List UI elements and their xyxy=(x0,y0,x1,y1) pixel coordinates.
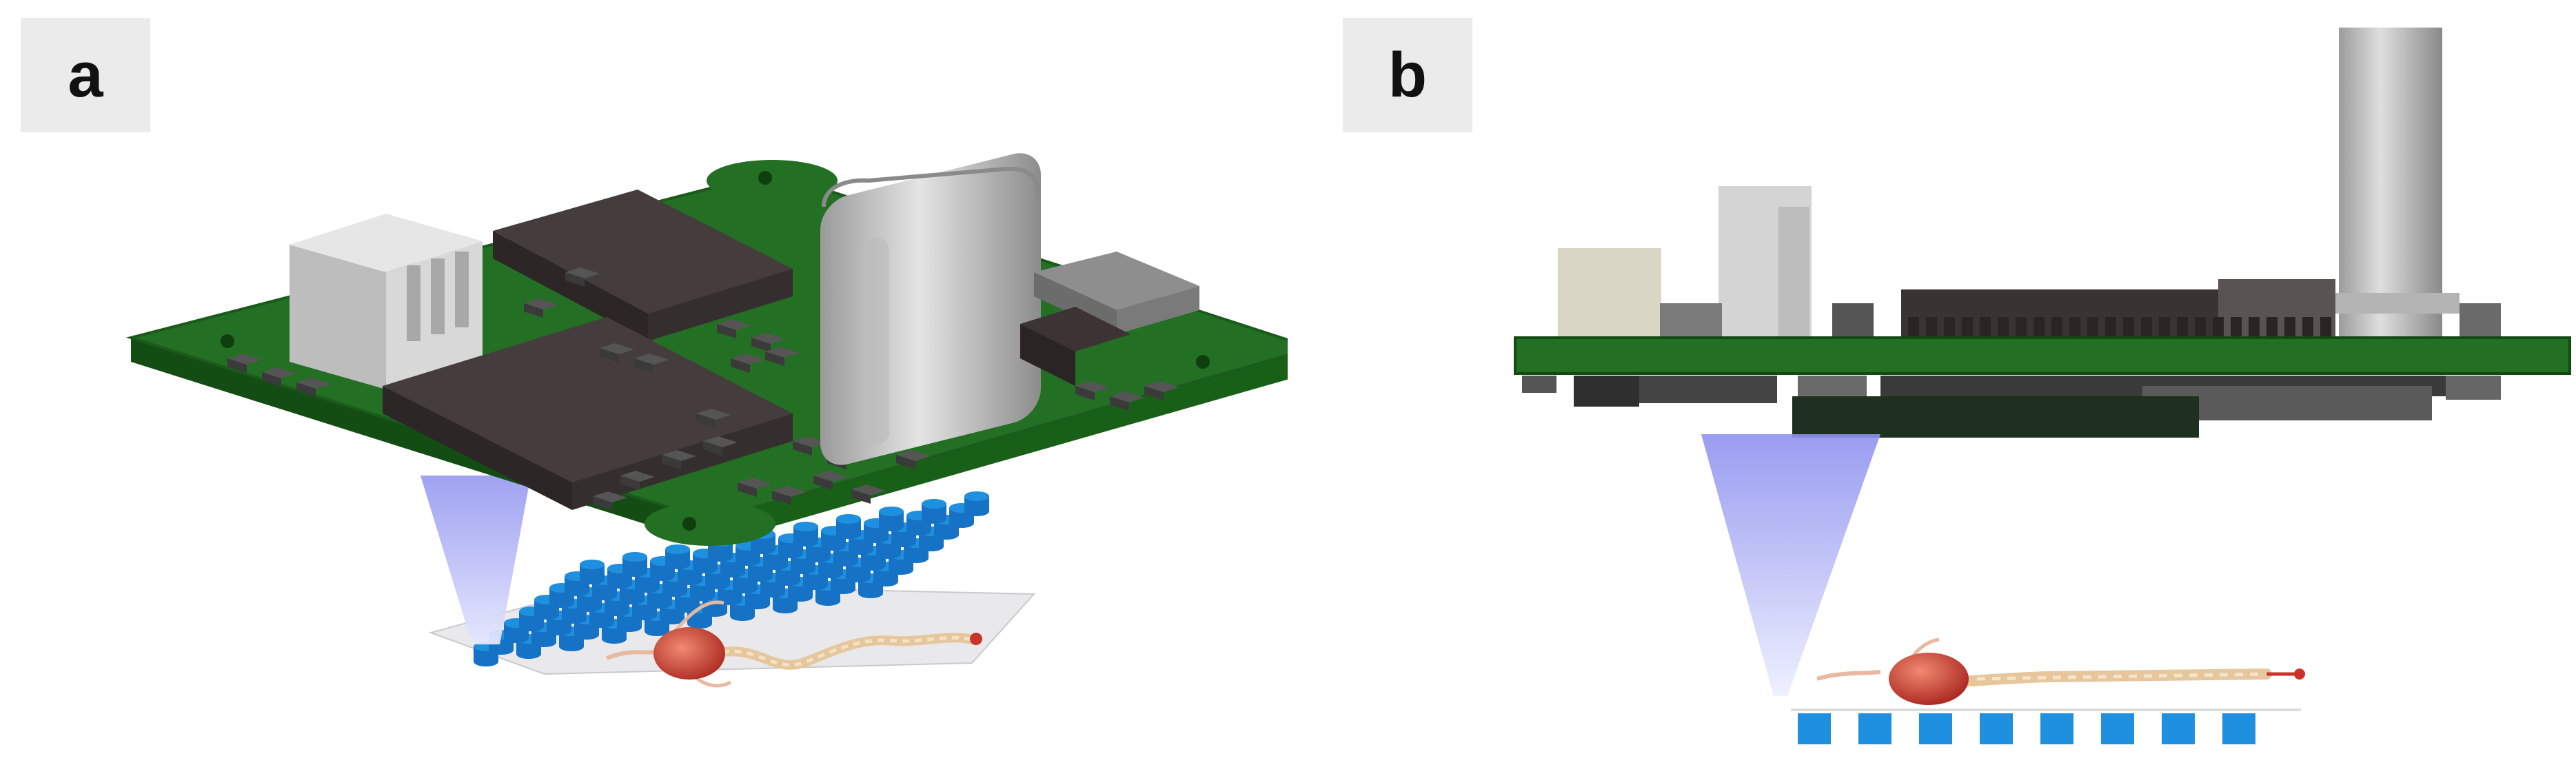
electrode xyxy=(622,552,647,577)
smd-part xyxy=(896,450,931,469)
panel-b-label: b xyxy=(1343,18,1472,132)
smd-part xyxy=(2051,317,2062,338)
smd-part xyxy=(2195,317,2206,338)
panel-a: a xyxy=(21,18,1288,688)
electrode xyxy=(519,606,544,631)
smd-part xyxy=(1144,381,1179,400)
smd-part xyxy=(2141,317,2152,338)
smd-part xyxy=(793,436,827,456)
smd-part xyxy=(2123,317,2134,338)
smd-part xyxy=(620,471,655,490)
smd-part xyxy=(2320,317,2331,338)
smd-part xyxy=(2249,317,2260,338)
pcb-board-edge xyxy=(1514,336,2571,375)
side-chip xyxy=(1020,307,1130,386)
smd-part xyxy=(2284,317,2295,338)
electrode xyxy=(1980,713,2013,744)
smd-part xyxy=(2159,317,2170,338)
smd-part xyxy=(696,409,731,428)
electrode xyxy=(2040,713,2073,744)
components-top xyxy=(1558,186,2501,338)
smd-part xyxy=(1962,317,1973,338)
electrode xyxy=(1858,713,1892,744)
electrode-row xyxy=(1798,713,2255,744)
electrode xyxy=(665,544,690,569)
neuron xyxy=(605,600,982,688)
smd-part xyxy=(2087,317,2098,338)
smd-part xyxy=(2177,317,2188,338)
smd-part xyxy=(1980,317,1991,338)
smd-part xyxy=(1075,381,1110,400)
smd-part xyxy=(772,486,807,505)
imaging-chip xyxy=(1792,396,2199,438)
smd-part xyxy=(2302,317,2313,338)
smd-part xyxy=(738,478,772,497)
smd-part xyxy=(731,354,765,373)
smd-part xyxy=(813,471,848,490)
white-connector xyxy=(290,214,483,389)
electrode xyxy=(964,491,989,516)
smd-part xyxy=(2069,317,2080,338)
electrode xyxy=(879,507,904,531)
usb-c-connector xyxy=(820,153,1041,465)
smd-part xyxy=(227,354,262,373)
electrode xyxy=(1919,713,1952,744)
panel-b: b xyxy=(1288,0,2576,765)
smd-part xyxy=(2266,317,2278,338)
electrode xyxy=(922,499,946,524)
smd-part xyxy=(717,319,751,338)
electrode xyxy=(580,560,605,584)
smd-part xyxy=(1944,317,1955,338)
smd-part xyxy=(2016,317,2027,338)
smd-part xyxy=(634,354,669,373)
electrode xyxy=(864,518,889,543)
electrode xyxy=(2162,713,2195,744)
electrode xyxy=(778,533,803,558)
electrode xyxy=(1798,713,1831,744)
light-cone xyxy=(420,476,531,644)
smd-part xyxy=(1998,317,2009,338)
smd-part xyxy=(565,267,600,287)
smd-part xyxy=(2231,317,2242,338)
smd-part xyxy=(751,333,786,352)
electrode xyxy=(836,514,861,539)
electrode xyxy=(2101,713,2134,744)
smd-part xyxy=(662,450,696,469)
processor-chip-upper xyxy=(493,190,793,341)
light-cone xyxy=(1701,434,1880,696)
smd-part xyxy=(2105,317,2116,338)
smd-part xyxy=(851,484,886,504)
smd-part xyxy=(296,378,331,397)
electrode xyxy=(2222,713,2255,744)
smd-components-top xyxy=(1908,317,2331,338)
smd-part xyxy=(593,491,627,511)
neuron xyxy=(1816,638,2305,705)
smd-part xyxy=(1926,317,1937,338)
usb-c-connector-side xyxy=(2322,28,2460,338)
smd-part xyxy=(524,298,558,318)
panel-b-illustration xyxy=(1514,28,2571,744)
panel-a-illustration xyxy=(125,153,1288,688)
smd-part xyxy=(765,347,800,366)
smd-part xyxy=(1110,391,1144,411)
smd-part xyxy=(2213,317,2224,338)
electrode-array xyxy=(474,491,989,666)
smd-part xyxy=(2034,317,2045,338)
smd-part xyxy=(1908,317,1919,338)
panel-a-label: a xyxy=(21,18,150,132)
smd-part xyxy=(703,436,738,456)
smd-part xyxy=(262,367,296,387)
electrode xyxy=(793,522,818,547)
smd-part xyxy=(600,343,634,363)
